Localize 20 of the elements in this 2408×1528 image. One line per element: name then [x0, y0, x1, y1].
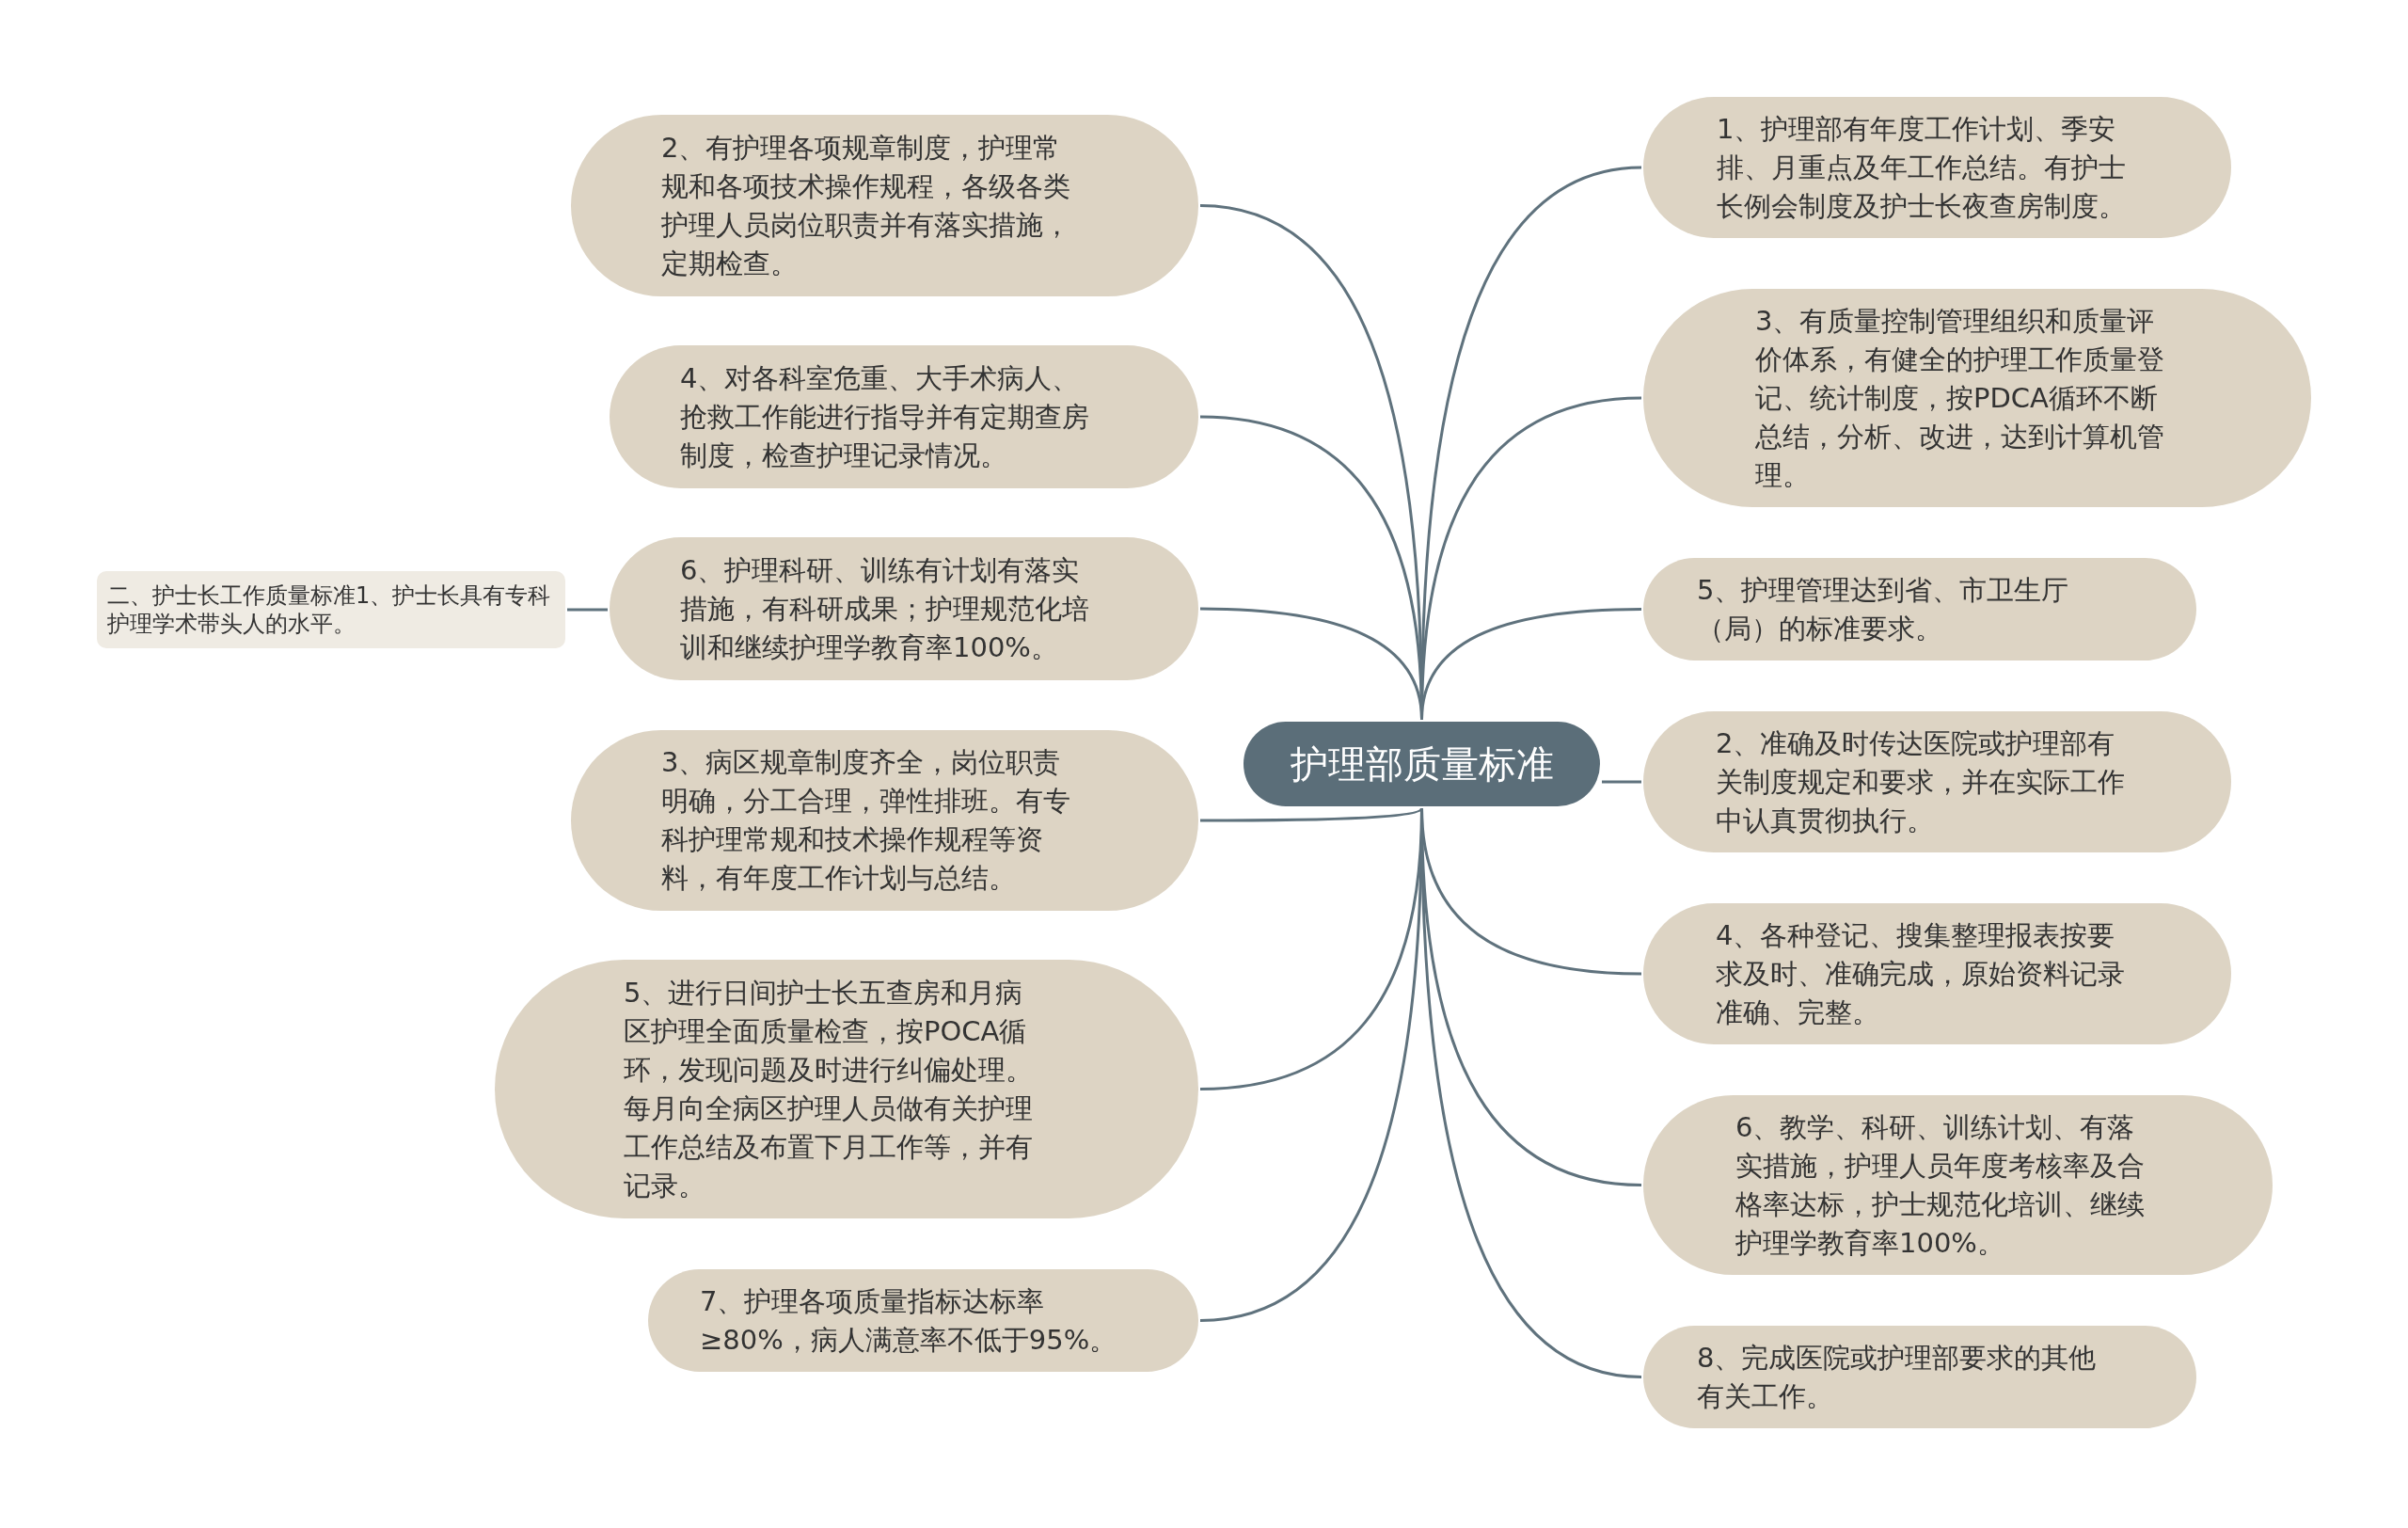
topic-text: 6、教学、科研、训练计划、有落实措施，护理人员年度考核率及合格率达标，护士规范化培训、继续护理学教育率100%。: [1735, 1109, 2146, 1261]
connector-line: [567, 608, 608, 612]
topic-text: 1、护理部有年度工作计划、季安排、月重点及年工作总结。有护士长例会制度及护士长夜查房制度。: [1717, 111, 2127, 224]
connector-line: [1200, 807, 1423, 822]
topic-text: 6、护理科研、训练有计划有落实措施，有科研成果；护理规范化培训和继续护理学教育率100%。: [680, 552, 1090, 665]
topic-text: 5、进行日间护士长五查房和月病区护理全面质量检查，按POCA循环，发现问题及时进行纠偏处理。每月向全病区护理人员做有关护理工作总结及布置下月工作等，并有记录。: [624, 975, 1034, 1203]
topic-text: 3、病区规章制度齐全，岗位职责明确，分工合理，弹性排班。有专科护理常规和技术操作规程等资料，有年度工作计划与总结。: [661, 745, 1071, 896]
topic-text: 3、有质量控制管理组织和质量评价体系，有健全的护理工作质量登记、统计制度，按PDCA循环不断总结，分析、改进，达到计算机管理。: [1755, 303, 2165, 493]
topic-text: 护理部质量标准: [1290, 741, 1554, 787]
topic-text: 4、各种登记、搜集整理报表按要求及时、准确完成，原始资料记录准确、完整。: [1716, 917, 2126, 1030]
topic-text: 5、护理管理达到省、市卫生厅（局）的标准要求。: [1697, 572, 2070, 646]
topic-text: 2、准确及时传达医院或护理部有关制度规定和要求，并在实际工作中认真贯彻执行。: [1716, 725, 2126, 838]
connector-line: [1420, 608, 1642, 721]
topic-text: 7、护理各项质量指标达标率≥80%，病人满意率不低于95%。: [700, 1283, 1117, 1358]
topic-text: 2、有护理各项规章制度，护理常规和各项技术操作规程，各级各类护理人员岗位职责并有落实措施，定期检查。: [661, 130, 1071, 281]
topic-text: 8、完成医院或护理部要求的其他有关工作。: [1697, 1340, 2098, 1414]
topic-text: 二、护士长工作质量标准1、护士长具有专科护理学术带头人的水平。: [107, 581, 552, 638]
connector-line: [1602, 780, 1641, 784]
note-box: [97, 571, 565, 648]
topic-text: 4、对各科室危重、大手术病人、抢救工作能进行指导并有定期查房制度，检查护理记录情况。: [680, 360, 1090, 473]
